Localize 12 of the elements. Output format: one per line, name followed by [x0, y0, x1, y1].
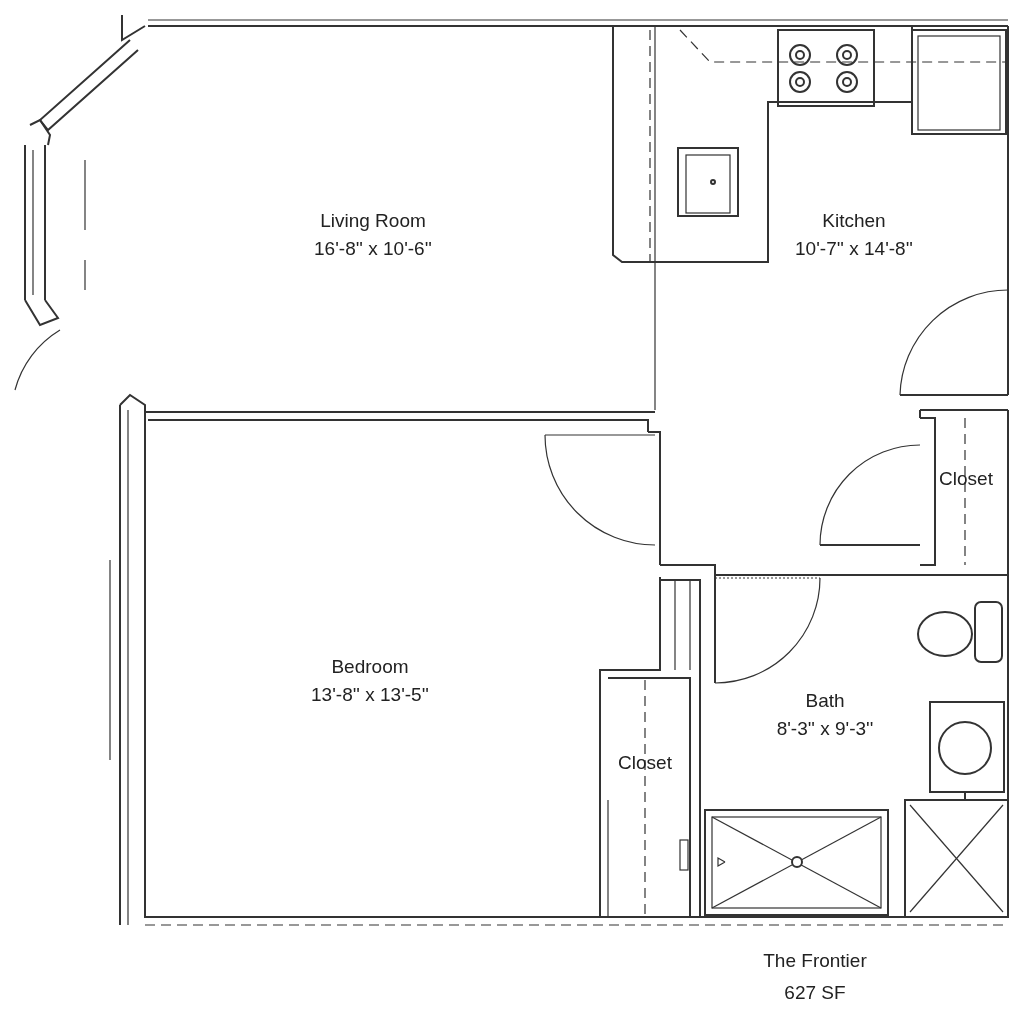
- room-name: Bedroom: [330, 655, 410, 679]
- room-dimensions: 16'-8'' x 10'-6'': [314, 237, 432, 261]
- room-name: Closet: [618, 751, 672, 775]
- area-caption: 627 SF: [784, 982, 846, 1004]
- plan-title: The Frontier: [763, 950, 867, 972]
- room-name: Kitchen: [821, 209, 887, 233]
- room-name: Bath: [804, 689, 846, 713]
- room-dimensions: 10'-7'' x 14'-8'': [795, 237, 913, 261]
- room-dimensions: 8'-3'' x 9'-3'': [776, 717, 874, 741]
- room-name: Closet: [939, 467, 993, 491]
- room-name: Living Room: [319, 209, 427, 233]
- room-dimensions: 13'-8'' x 13'-5'': [311, 683, 429, 707]
